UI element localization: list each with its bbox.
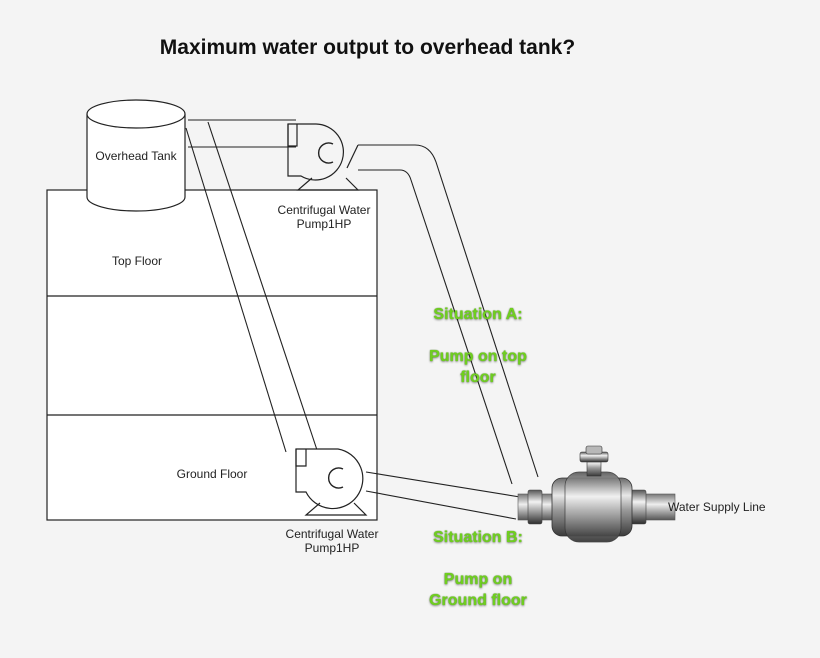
pipe-top-pump-valve-inner bbox=[358, 169, 513, 485]
building bbox=[46, 189, 378, 521]
pipe-tank-ground-pump-left bbox=[185, 127, 287, 453]
pipe-ground-pump-valve-lower bbox=[365, 490, 517, 520]
pipe-ground-pump-valve-upper bbox=[365, 471, 521, 498]
ground-pump-label: Centrifugal Water Pump1HP bbox=[272, 527, 392, 555]
pipe-top-pump-valve-outer bbox=[358, 144, 539, 478]
situation-a: Situation A: Pump on top floor bbox=[408, 304, 548, 388]
situation-a-line2: floor bbox=[460, 369, 496, 386]
page-title: Maximum water output to overhead tank? bbox=[159, 36, 576, 59]
pipe-tank-ground-pump-right bbox=[207, 121, 318, 451]
ground-floor-label: Ground Floor bbox=[176, 467, 248, 481]
situation-b-line2: Ground floor bbox=[429, 592, 527, 609]
situation-b-heading: Situation B: bbox=[433, 529, 523, 546]
top-pump-icon bbox=[287, 123, 360, 191]
situation-b: Situation B: Pump on Ground floor bbox=[408, 527, 548, 611]
situation-a-heading: Situation A: bbox=[433, 306, 523, 323]
overhead-tank bbox=[86, 99, 186, 212]
overhead-tank-label: Overhead Tank bbox=[95, 149, 177, 163]
ground-pump-label-line2: Pump1HP bbox=[304, 541, 360, 555]
top-pump-label-line1: Centrifugal Water bbox=[277, 203, 371, 217]
ball-valve-icon bbox=[517, 445, 676, 543]
situation-a-line1: Pump on top bbox=[429, 348, 527, 365]
top-pump-label: Centrifugal Water Pump1HP bbox=[264, 203, 384, 231]
top-floor-label: Top Floor bbox=[111, 254, 163, 268]
pipes bbox=[185, 119, 539, 520]
water-supply-line-label: Water Supply Line bbox=[668, 500, 766, 514]
top-pump-label-line2: Pump1HP bbox=[296, 217, 352, 231]
situation-b-line1: Pump on bbox=[443, 571, 513, 588]
ground-pump-label-line1: Centrifugal Water bbox=[285, 527, 379, 541]
ground-pump-icon bbox=[295, 448, 368, 516]
